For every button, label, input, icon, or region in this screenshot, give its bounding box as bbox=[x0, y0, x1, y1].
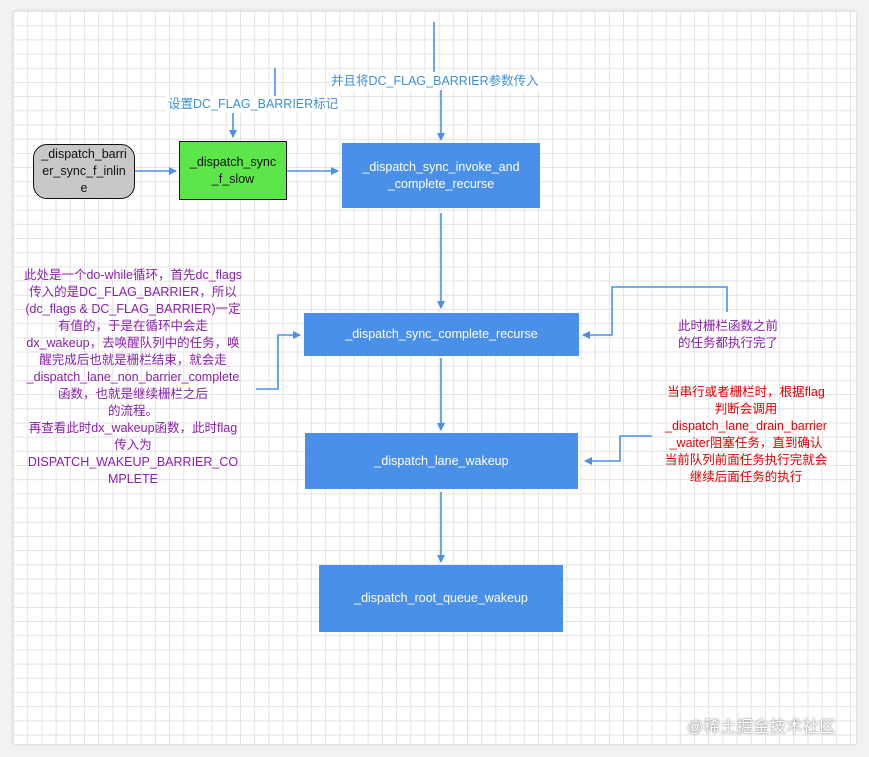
note-line: 函数，也就是继续栅栏之后 bbox=[57, 387, 208, 401]
note-serial-or-barrier: 当串行或者栅栏时，根据flag 判断会调用 _dispatch_lane_dra… bbox=[648, 384, 844, 486]
diagram-canvas bbox=[13, 11, 856, 744]
note-line: dx_wakeup，去唤醒队列中的任务，唤 bbox=[26, 336, 240, 350]
edge-left-note-to-recurse bbox=[256, 331, 301, 390]
note-line: 此时栅栏函数之前 bbox=[677, 319, 778, 333]
node-lane-wakeup: _dispatch_lane_wakeup bbox=[305, 433, 578, 489]
note-line: _dispatch_lane_drain_barrier bbox=[665, 419, 827, 433]
note-do-while-loop: 此处是一个do-while循环，首先dc_flags 传入的是DC_FLAG_B… bbox=[6, 267, 260, 488]
note-line: 继续后面任务的执行 bbox=[689, 470, 803, 484]
node-sync-f-slow: _dispatch_sync_f_slow bbox=[179, 141, 287, 200]
node-root-queue-wakeup: _dispatch_root_queue_wakeup bbox=[319, 565, 563, 632]
note-line: 的任务都执行完了 bbox=[677, 336, 778, 350]
note-line: _waiter阻塞任务，直到确认 bbox=[669, 436, 823, 450]
node-sync-invoke-and-complete-recurse: _dispatch_sync_invoke_and_complete_recur… bbox=[342, 143, 540, 208]
note-line: 传入的是DC_FLAG_BARRIER，所以 bbox=[29, 285, 237, 299]
node-sync-complete-recurse: _dispatch_sync_complete_recurse bbox=[304, 313, 579, 356]
edge-label-set-flag: 设置DC_FLAG_BARRIER标记 bbox=[166, 96, 341, 113]
edge-red-note-to-lane bbox=[584, 435, 652, 465]
note-line: 传入为 bbox=[114, 438, 152, 452]
note-tasks-before-barrier-done: 此时栅栏函数之前 的任务都执行完了 bbox=[664, 318, 792, 352]
note-line: 的流程。 bbox=[107, 404, 158, 418]
note-line: 判断会调用 bbox=[714, 402, 778, 416]
node-barrier-sync-inline: _dispatch_barrier_sync_f_inline bbox=[33, 144, 135, 199]
note-line: 有值的，于是在循环中会走 bbox=[57, 319, 208, 333]
note-line: DISPATCH_WAKEUP_BARRIER_CO bbox=[27, 455, 239, 469]
note-line: 此处是一个do-while循环，首先dc_flags bbox=[23, 268, 243, 282]
watermark: @稀土掘金技术社区 bbox=[687, 719, 836, 736]
note-line: 当前队列前面任务执行完就会 bbox=[664, 453, 828, 467]
note-line: (dc_flags & DC_FLAG_BARRIER)一定 bbox=[25, 302, 241, 316]
note-line: 再查看此时dx_wakeup函数，此时flag bbox=[28, 421, 238, 435]
note-line: 醒完成后也就是栅栏结束，就会走 bbox=[39, 353, 227, 367]
edge-label-pass-flag: 并且将DC_FLAG_BARRIER参数传入 bbox=[329, 73, 541, 90]
note-line: MPLETE bbox=[107, 472, 158, 486]
note-line: 当串行或者栅栏时，根据flag bbox=[667, 385, 825, 399]
edge-right-note-to-recurse bbox=[582, 286, 728, 339]
note-line: _dispatch_lane_non_barrier_complete bbox=[26, 370, 240, 384]
